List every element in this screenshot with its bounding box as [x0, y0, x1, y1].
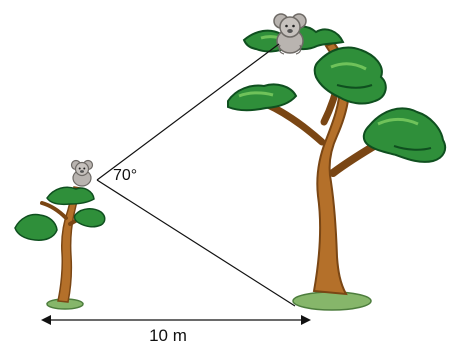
small-canopy-right	[73, 208, 106, 228]
angle-label: 70°	[113, 167, 137, 184]
lower-sight-line	[96, 179, 296, 307]
large-canopy-left	[227, 83, 298, 112]
koala-icon	[70, 159, 94, 187]
small-canopy-top	[46, 186, 95, 206]
upper-sight-line	[96, 43, 280, 181]
small-branch-left	[40, 201, 68, 220]
small-canopy-left	[14, 213, 58, 241]
large-canopy-right	[362, 107, 447, 163]
koala-icon	[273, 13, 307, 55]
large-tree-ground	[292, 291, 372, 311]
large-canopy-mid	[313, 46, 387, 105]
measurement-lines	[41, 43, 311, 325]
distance-label: 10 m	[149, 326, 187, 345]
small-tree-icon	[14, 186, 106, 310]
